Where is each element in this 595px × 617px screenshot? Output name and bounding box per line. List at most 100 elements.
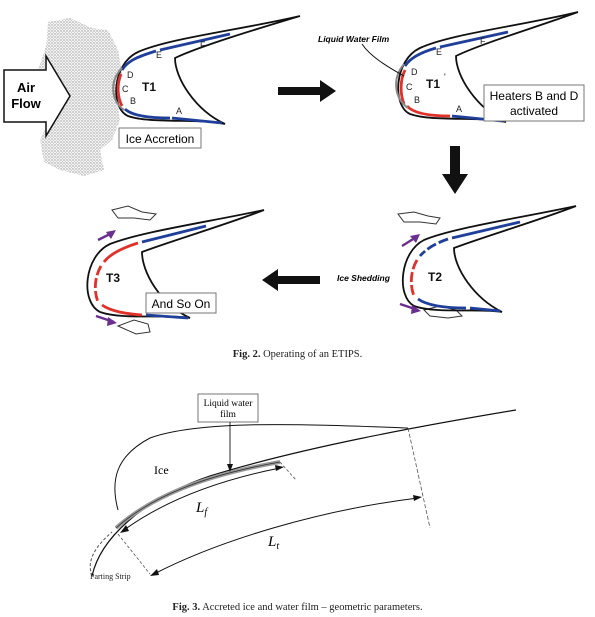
heater-b-t3 bbox=[101, 303, 143, 317]
heater-c-t2 bbox=[409, 259, 419, 297]
zone-b-label: B bbox=[130, 96, 136, 106]
heater-f-t3 bbox=[141, 224, 207, 244]
heater-e-prime bbox=[403, 46, 437, 67]
heater-b-t2 bbox=[417, 297, 467, 310]
process-arrow-right bbox=[278, 80, 336, 102]
zone-b-label-prime: B bbox=[414, 95, 420, 105]
lf-arrow-head-end bbox=[275, 465, 284, 471]
zone-e-label: E bbox=[156, 50, 162, 60]
heater-f-t2 bbox=[451, 220, 521, 240]
zone-f-label-prime: F bbox=[480, 36, 486, 46]
lf-arrow-head-start bbox=[120, 525, 129, 533]
heater-b-prime bbox=[405, 104, 451, 118]
zone-f-label: F bbox=[200, 40, 206, 50]
panel-t1-prime: F E D C B A T1 ' Liquid Water Film Heate… bbox=[318, 11, 585, 123]
heater-a-t2 bbox=[469, 306, 501, 313]
process-arrow-down bbox=[442, 146, 468, 194]
airfoil-t1 bbox=[115, 15, 301, 125]
shed-ice-piece-top bbox=[397, 211, 441, 225]
airfoil-t2 bbox=[401, 205, 577, 313]
stage-t2-label: T2 bbox=[428, 270, 442, 284]
figure-2-caption-text: Operating of an ETIPS. bbox=[263, 349, 363, 360]
ice-accretion-label: Ice Accretion bbox=[126, 132, 195, 146]
heater-e-t3 bbox=[102, 241, 139, 263]
liquid-water-label-line2: film bbox=[220, 409, 236, 420]
stage-t1-label: T1 bbox=[142, 80, 156, 94]
heater-c-t3 bbox=[93, 265, 103, 303]
ice-shedding-label: Ice Shedding bbox=[337, 273, 391, 283]
stage-t1-prime-label: T1 bbox=[426, 77, 440, 91]
heater-a-t3 bbox=[145, 313, 189, 320]
liquid-water-film-label: Liquid Water Film bbox=[318, 34, 390, 44]
water-film-edge bbox=[115, 461, 281, 529]
zone-d-label: D bbox=[127, 70, 134, 80]
zone-c-label: C bbox=[122, 84, 129, 94]
shed-ice-piece-top-t3 bbox=[111, 205, 158, 221]
heaters-box bbox=[483, 84, 585, 122]
heater-f-prime bbox=[439, 30, 509, 49]
ice-cloud bbox=[38, 18, 122, 176]
stage-t3-label: T3 bbox=[106, 271, 120, 285]
zone-e-label-prime: E bbox=[436, 47, 442, 57]
lf-label: Lf bbox=[195, 500, 208, 518]
lt-arrow-head-start bbox=[150, 569, 159, 576]
heater-f bbox=[159, 32, 231, 52]
airfoil-t3 bbox=[86, 209, 265, 319]
and-so-on-box bbox=[145, 292, 217, 314]
zone-a-label-prime: A bbox=[456, 104, 462, 114]
airfoil-t1-prime bbox=[397, 11, 579, 123]
ice-accretion-box bbox=[118, 127, 202, 149]
heater-e-t2 bbox=[418, 237, 449, 257]
liquid-water-film-pointer bbox=[361, 43, 405, 77]
and-so-on-label: And So On bbox=[152, 297, 211, 311]
figure-3-caption-text: Accreted ice and water film – geometric … bbox=[202, 602, 423, 613]
heater-a bbox=[171, 116, 223, 125]
water-film-pointer-head bbox=[227, 464, 233, 472]
zone-d-label-prime: D bbox=[411, 67, 418, 77]
parting-strip-label: Parting Strip bbox=[90, 572, 131, 581]
process-arrow-left bbox=[262, 269, 320, 291]
ice-on-leading-edge-prime bbox=[395, 63, 409, 109]
panel-t1: F E D C B A T1 Air Flow Ice Accretion bbox=[3, 15, 301, 176]
heater-b bbox=[124, 107, 171, 120]
stage-t1-prime-mark: ' bbox=[444, 72, 446, 82]
figure-2-caption: Fig. 2. Operating of an ETIPS. bbox=[0, 349, 595, 360]
heaters-label-line1: Heaters B and D bbox=[490, 89, 579, 103]
liquid-water-film-box bbox=[197, 393, 259, 423]
figure-3-diagram: Liquid water film Ice Lf Lt Parting Stri… bbox=[89, 393, 517, 581]
zone-a-label: A bbox=[176, 106, 182, 116]
ice-end-extension bbox=[407, 427, 431, 529]
figure-2-diagram: F E D C B A T1 Air Flow Ice Accretion F … bbox=[3, 11, 585, 335]
shedding-arrow-bottom-head-t3 bbox=[107, 317, 117, 326]
air-flow-label-line2: Flow bbox=[11, 96, 41, 111]
airfoil-upper-surface bbox=[91, 409, 517, 577]
heater-d-prime bbox=[399, 69, 407, 105]
film-end-extension bbox=[279, 461, 297, 481]
heater-e bbox=[120, 49, 157, 71]
panel-t3: T3 And So On bbox=[86, 205, 265, 335]
shedding-arrow-bottom-head bbox=[411, 305, 421, 314]
airfoil-lower-dashed bbox=[89, 531, 113, 577]
heater-c bbox=[116, 73, 124, 107]
air-flow-arrow bbox=[3, 53, 71, 139]
figure-3-caption-label: Fig. 3. bbox=[172, 602, 201, 613]
shedding-arrow-top-head bbox=[410, 234, 420, 243]
shed-ice-piece-bottom-t3 bbox=[116, 319, 151, 335]
lt-arrow-head-end bbox=[413, 495, 422, 501]
liquid-water-label-line1: Liquid water bbox=[204, 399, 254, 409]
shedding-arrow-top-head-t3 bbox=[106, 230, 116, 239]
lf-dimension-line bbox=[123, 467, 281, 531]
ice-on-leading-edge bbox=[112, 67, 125, 111]
figure-3-caption: Fig. 3. Accreted ice and water film – ge… bbox=[0, 602, 595, 613]
figure-2-caption-label: Fig. 2. bbox=[232, 349, 261, 360]
lt-dimension-line bbox=[153, 497, 419, 575]
parting-strip-extension bbox=[117, 533, 151, 575]
zone-c-label-prime: C bbox=[406, 82, 413, 92]
ice-outline bbox=[114, 424, 409, 511]
water-film bbox=[114, 460, 281, 530]
air-flow-label-line1: Air bbox=[17, 80, 35, 95]
ice-label: Ice bbox=[154, 463, 169, 477]
panel-t2: T2 Ice Shedding bbox=[337, 205, 577, 319]
heaters-label-line2: activated bbox=[510, 104, 558, 118]
lt-label: Lt bbox=[267, 534, 279, 552]
